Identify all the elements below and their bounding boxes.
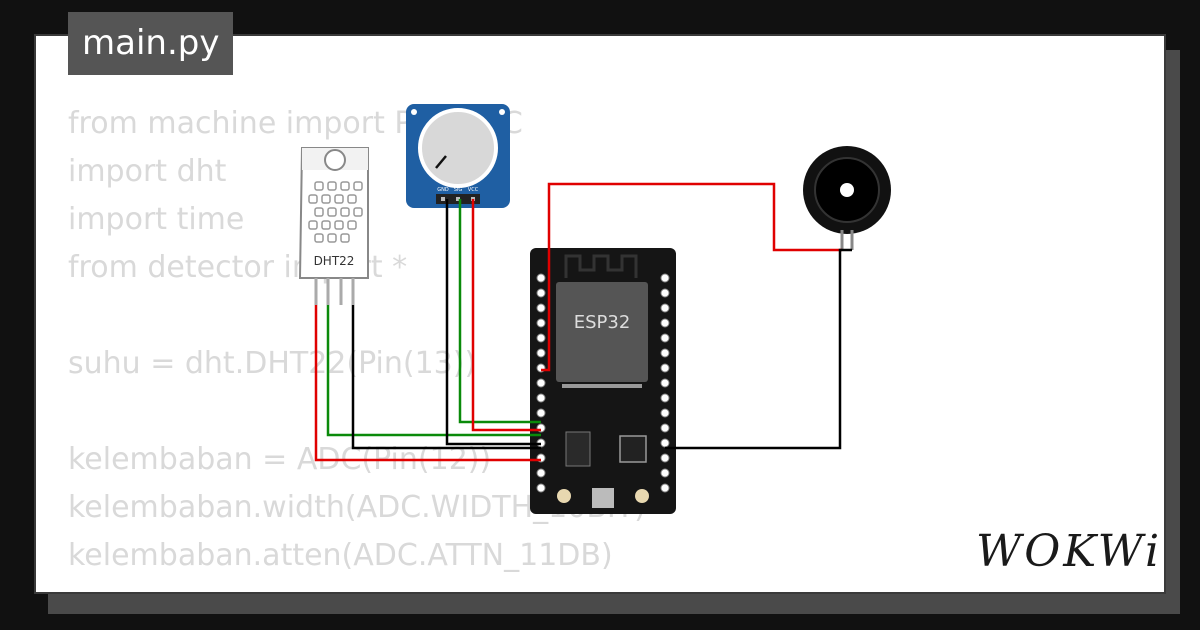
esp32-board: ESP32 <box>530 248 676 514</box>
buzzer <box>803 146 891 250</box>
wire-dht-data <box>326 305 541 437</box>
wires <box>314 182 852 462</box>
code-line: suhu = dht.DHT22(Pin(13)) <box>68 346 477 381</box>
wokwi-logo: WOKWi <box>976 526 1163 577</box>
code-line: kelembaban.atten(ADC.ATTN_11DB) <box>68 538 613 573</box>
dht22-sensor: DHT22 <box>298 147 369 305</box>
wire-dht-gnd <box>351 305 541 450</box>
wire-pot-vcc <box>471 199 541 432</box>
wire-buzzer-pos <box>541 182 842 372</box>
code-preview: from machine import Pin, ADC import dht … <box>68 100 646 580</box>
wire-dht-vcc <box>314 305 541 462</box>
file-tab[interactable]: main.py <box>68 12 234 75</box>
pot-pin-gnd: GND <box>437 187 449 193</box>
wire-pot-sig <box>458 199 541 424</box>
pot-pin-vcc: VCC <box>468 187 479 193</box>
code-line: import time <box>68 202 245 237</box>
esp32-label: ESP32 <box>574 312 631 333</box>
wire-pot-gnd <box>445 199 541 446</box>
code-line: import dht <box>68 154 227 189</box>
dht22-label: DHT22 <box>314 254 355 268</box>
knob-indicator <box>435 155 447 169</box>
pot-pin-sig: SIG <box>454 187 463 193</box>
wire-buzzer-gnd <box>665 248 852 450</box>
potentiometer: GND SIG VCC <box>406 104 510 208</box>
